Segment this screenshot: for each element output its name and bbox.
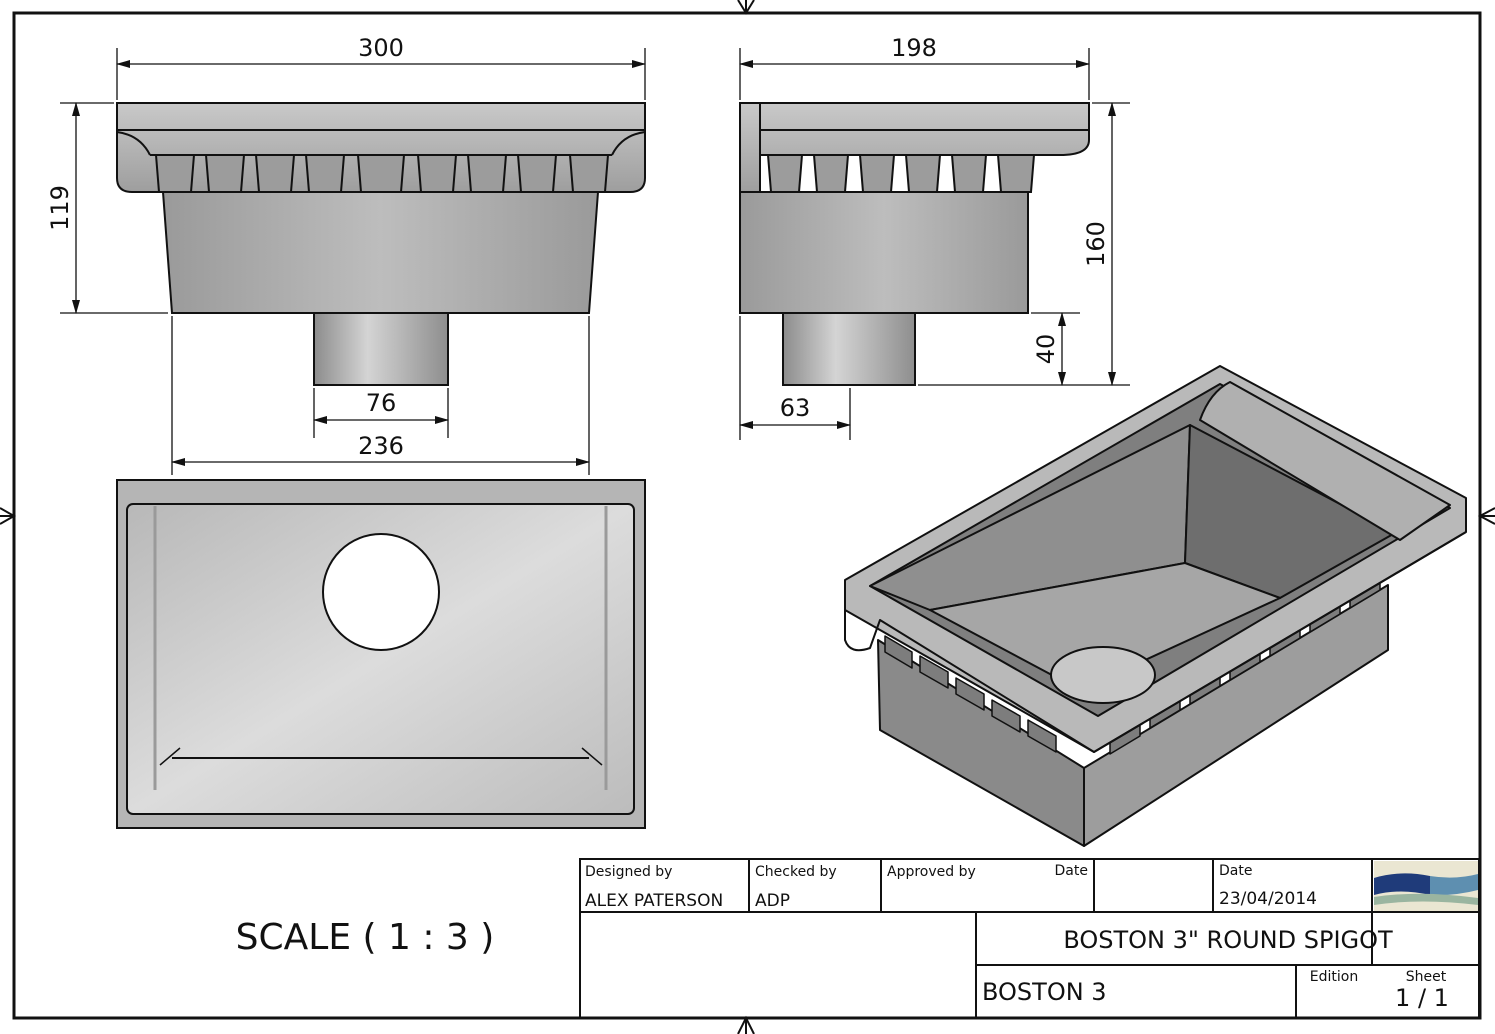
- approval-date-label: Date: [1055, 863, 1088, 879]
- sheet-label: Sheet: [1406, 969, 1447, 985]
- front-view: [116, 102, 646, 386]
- part-number: BOSTON 3: [982, 978, 1107, 1006]
- dim-side-height: 160: [1082, 221, 1110, 267]
- dim-outlet-diameter: 76: [366, 389, 397, 417]
- isometric-view: [844, 365, 1467, 847]
- dim-bottom-width: 236: [358, 432, 404, 460]
- designed-by-label: Designed by: [585, 864, 672, 880]
- side-dimensions: [739, 48, 1130, 440]
- scale-label: SCALE ( 1 : 3 ): [236, 917, 495, 958]
- drawing-title: BOSTON 3" ROUND SPIGOT: [1063, 926, 1393, 954]
- checked-by-value: ADP: [755, 891, 790, 911]
- approved-by-label: Approved by: [887, 864, 976, 880]
- company-logo: [1374, 861, 1478, 911]
- checked-by-label: Checked by: [755, 864, 837, 880]
- designed-by-value: ALEX PATERSON: [585, 891, 723, 911]
- outlet-hole: [322, 533, 440, 651]
- dim-front-height: 119: [46, 185, 74, 231]
- dim-spigot-height: 40: [1032, 334, 1060, 365]
- dim-side-width: 198: [891, 34, 937, 62]
- date-value: 23/04/2014: [1219, 889, 1317, 909]
- date-label: Date: [1219, 863, 1252, 879]
- dim-side-outlet: 63: [780, 394, 811, 422]
- title-block: [579, 858, 1480, 1019]
- dim-front-width: 300: [358, 34, 404, 62]
- edition-label: Edition: [1310, 969, 1358, 985]
- plan-view: [116, 479, 646, 829]
- front-dimensions: [60, 48, 646, 475]
- side-view: [739, 102, 1090, 386]
- sheet-number: 1 / 1: [1395, 984, 1449, 1012]
